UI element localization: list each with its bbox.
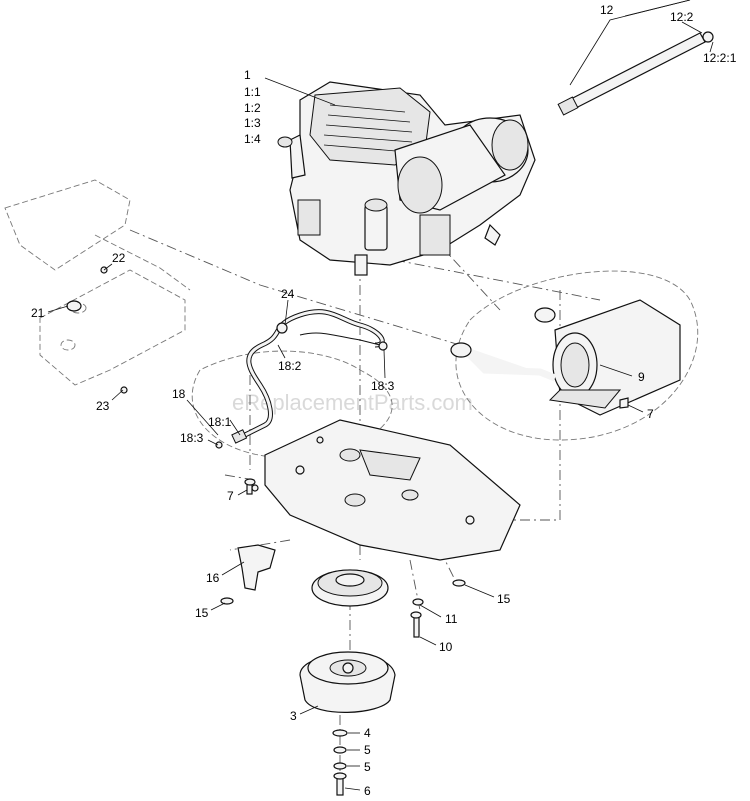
callout-9: 9 [638,370,645,384]
callout-18: 18 [172,387,186,401]
callout-18-1: 18:1 [208,415,232,429]
callout-12: 12 [600,3,614,17]
callout-5-upper: 5 [364,743,371,757]
callouts: 1 1:1 1:2 1:3 1:4 12 12:2 12:2:1 22 21 2… [31,3,737,798]
callout-12-2: 12:2 [670,10,694,24]
callout-18-3-bottom: 18:3 [180,431,204,445]
callout-1-4: 1:4 [244,132,261,146]
muffler-boundary [455,270,699,441]
callout-1-3: 1:3 [244,116,261,130]
muffler [450,299,681,416]
callout-1: 1 [244,68,251,82]
callout-12-2-1: 12:2:1 [703,51,737,65]
callout-1-2: 1:2 [244,101,261,115]
hardware [66,266,466,796]
callout-6: 6 [364,784,371,798]
callout-3: 3 [290,709,297,723]
mounting-plate [251,419,521,561]
leader-lines [47,0,714,791]
callout-15-left: 15 [195,606,209,620]
callout-10: 10 [439,640,453,654]
clutch [299,651,396,713]
callout-5-lower: 5 [364,760,371,774]
bracket [237,544,276,591]
fuel-line [215,309,388,449]
callout-1-1: 1:1 [244,85,261,99]
callout-7-plate: 7 [227,489,234,503]
callout-15-right: 15 [497,592,511,606]
callout-21: 21 [31,306,45,320]
pulley [311,569,389,607]
callout-22: 22 [112,251,126,265]
callout-7-muffler: 7 [647,407,654,421]
callout-16: 16 [206,571,220,585]
fuel-line-boundary [191,350,393,459]
callout-23: 23 [96,399,110,413]
callout-18-2: 18:2 [278,359,302,373]
callout-18-3-top: 18:3 [371,379,395,393]
engine-grille [323,104,413,153]
engine [277,81,536,276]
callout-24: 24 [281,287,295,301]
callout-11: 11 [445,612,458,626]
frame-assembly [4,179,191,386]
callout-4: 4 [364,726,371,740]
